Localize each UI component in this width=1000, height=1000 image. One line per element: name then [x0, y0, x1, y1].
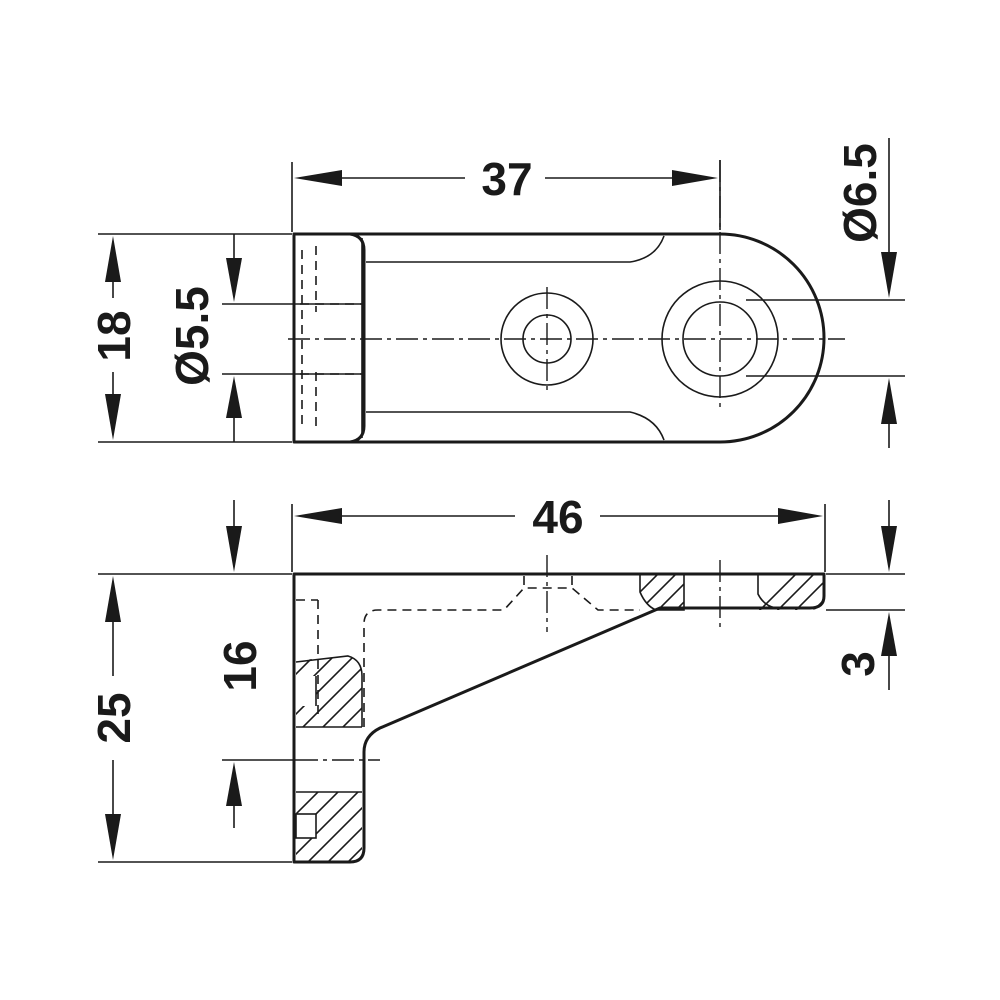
hatch-flange-left	[640, 575, 684, 610]
dimension-label-16: 16	[214, 640, 266, 691]
flange-hole-left	[639, 575, 685, 611]
upper-block-outline	[295, 655, 363, 727]
dimension-46: 46	[291, 491, 826, 572]
dimension-label-3: 3	[832, 651, 884, 677]
top-view-end-block	[292, 232, 366, 444]
dimension-label-25: 25	[88, 692, 140, 743]
dimension-25: 25	[88, 573, 292, 863]
dimension-label-18: 18	[88, 310, 140, 361]
top-view	[288, 160, 845, 444]
dimension-3: 3	[826, 500, 905, 690]
dimension-diameter-5-5: Ø5.5	[166, 234, 362, 442]
side-view-outline	[292, 572, 826, 864]
dimension-37: 37	[291, 153, 721, 232]
side-view	[292, 555, 826, 864]
dimension-label-diameter-5-5: Ø5.5	[166, 286, 218, 386]
upper-block-slot	[296, 676, 316, 706]
flange-hole-right	[757, 575, 777, 609]
dimension-18: 18	[88, 233, 292, 443]
dimension-diameter-6-5: Ø6.5	[746, 138, 905, 448]
hatch-flange-right	[758, 575, 824, 610]
side-view-hidden-line	[363, 587, 640, 727]
top-view-upper-slot	[366, 235, 665, 263]
dimension-16: 16	[214, 500, 296, 828]
dimension-label-37: 37	[481, 153, 532, 205]
hatch-lower-block	[296, 792, 362, 862]
top-view-outline	[292, 232, 826, 444]
top-view-lower-slot	[366, 411, 665, 441]
dimension-label-46: 46	[532, 491, 583, 543]
dimension-label-diameter-6-5: Ø6.5	[834, 143, 886, 243]
lower-block-slot	[295, 813, 317, 839]
